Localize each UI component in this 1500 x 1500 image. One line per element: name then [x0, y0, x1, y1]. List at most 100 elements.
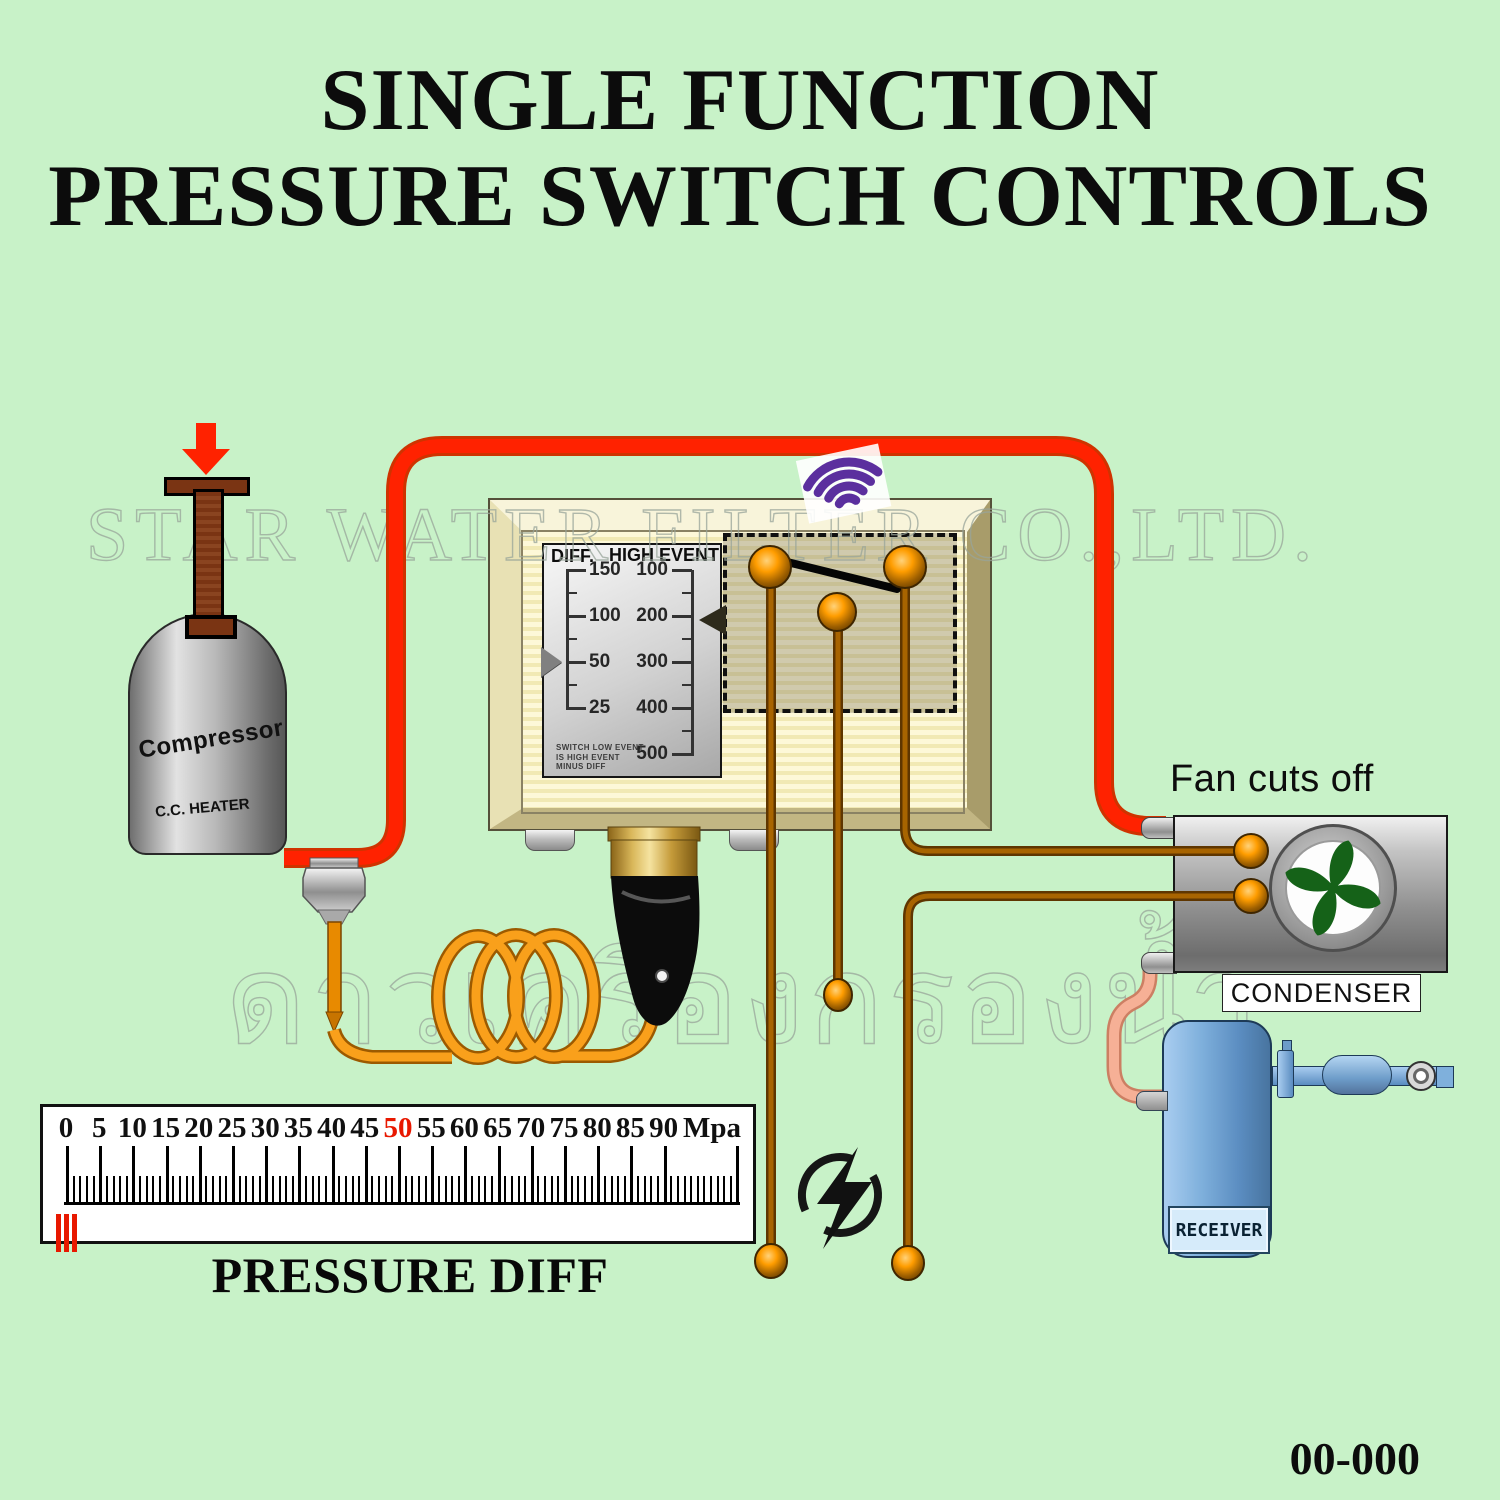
condenser-outlet-fitting [1141, 952, 1177, 974]
ruler-minor-tick [311, 1176, 314, 1204]
ruler-minor-tick [570, 1176, 573, 1204]
receiver-label: RECEIVER [1168, 1206, 1270, 1254]
panel-note-line: SWITCH LOW EVENT [556, 743, 644, 752]
ruler-minor-tick [285, 1176, 288, 1204]
adjust-rod [193, 489, 224, 636]
ruler-minor-tick [676, 1176, 679, 1204]
ruler-major-tick [265, 1146, 269, 1204]
ruler-indicator-bar [64, 1214, 69, 1252]
ruler-minor-tick [344, 1176, 347, 1204]
ruler-minor-tick [484, 1176, 487, 1204]
ruler-minor-tick [258, 1176, 261, 1204]
rod-bracket [185, 615, 237, 639]
ruler-value: 45 [350, 1112, 380, 1144]
ruler-major-tick [398, 1146, 401, 1204]
ruler-minor-tick [338, 1176, 341, 1204]
ruler-unit: Mpa [683, 1112, 741, 1144]
ruler-major-tick [497, 1146, 501, 1204]
ruler-minor-tick [477, 1176, 480, 1204]
ruler-minor-tick [471, 1176, 473, 1204]
probe-holder [610, 839, 698, 879]
ruler-minor-tick [710, 1176, 713, 1204]
ruler-minor-tick [391, 1176, 394, 1204]
ruler-minor-tick [152, 1176, 155, 1204]
diff-scale-tick [566, 661, 586, 664]
ruler-minor-tick [583, 1176, 586, 1204]
diff-scale-minor-tick [566, 638, 577, 640]
ruler-minor-tick [192, 1176, 195, 1204]
wire-end-ball-left [754, 1243, 788, 1279]
diff-pointer-icon[interactable] [541, 647, 562, 677]
ruler-major-tick [232, 1146, 235, 1204]
ruler-minor-tick [119, 1176, 122, 1204]
ruler-value: 90 [649, 1112, 679, 1144]
ruler-minor-tick [291, 1176, 294, 1204]
ruler-minor-tick [178, 1176, 181, 1204]
ruler-minor-tick [378, 1176, 381, 1204]
ruler-minor-tick [185, 1176, 188, 1204]
ruler-minor-tick [544, 1176, 547, 1204]
page-title-line2: PRESSURE SWITCH CONTROLS [48, 148, 1432, 245]
diff-scale-tick [566, 615, 586, 618]
ruler-minor-tick [643, 1176, 646, 1204]
ruler-major-tick [99, 1146, 103, 1204]
service-valve-port [1413, 1068, 1429, 1084]
ruler-minor-tick [318, 1176, 321, 1204]
fan-window [1285, 840, 1381, 936]
ruler-minor-tick [637, 1176, 639, 1204]
ruler-minor-tick [139, 1176, 141, 1204]
ruler-value: 15 [151, 1112, 181, 1144]
high-scale-label: 400 [636, 697, 668, 718]
ruler-minor-tick [557, 1176, 560, 1204]
receiver-inlet-fitting [1136, 1091, 1168, 1111]
ruler-value: 85 [615, 1112, 645, 1144]
ruler-value: 50 [383, 1112, 413, 1144]
ruler-minor-tick [424, 1176, 427, 1204]
ruler-minor-tick [404, 1176, 407, 1204]
ruler-major-tick [564, 1146, 567, 1204]
high-scale-minor-tick [682, 730, 692, 732]
ruler-minor-tick [603, 1176, 606, 1204]
ruler-minor-tick [690, 1176, 693, 1204]
watermark-thai: ดาวเครื่องกรองน้ำ [224, 927, 1263, 1073]
ruler-minor-tick [670, 1176, 673, 1204]
ruler-major-tick [663, 1146, 667, 1204]
outlet-stub [1436, 1066, 1454, 1088]
ruler-minor-tick [79, 1176, 82, 1204]
ruler-major-tick [530, 1146, 534, 1204]
ruler-minor-tick [125, 1176, 128, 1204]
diff-scale-minor-tick [566, 592, 577, 594]
ruler-minor-tick [271, 1176, 274, 1204]
ruler-minor-tick [225, 1176, 228, 1204]
filter-drier [1322, 1055, 1392, 1095]
ruler-minor-tick [451, 1176, 454, 1204]
ruler-minor-tick [411, 1176, 414, 1204]
ruler-value: 20 [184, 1112, 214, 1144]
high-scale-minor-tick [682, 638, 692, 640]
ruler-major-tick [198, 1146, 202, 1204]
ruler-value: 80 [582, 1112, 612, 1144]
switch-box-foot-right [729, 830, 779, 851]
down-arrow-icon [196, 423, 216, 450]
ruler-minor-tick [590, 1176, 593, 1204]
ruler-minor-tick [437, 1176, 440, 1204]
condenser-label: CONDENSER [1222, 974, 1421, 1012]
ruler-minor-tick [491, 1176, 493, 1204]
page-title-line1: SINGLE FUNCTION [320, 52, 1160, 149]
high-event-pointer-icon[interactable] [699, 605, 726, 635]
high-scale-tick [672, 753, 692, 756]
ruler-value: 60 [449, 1112, 479, 1144]
ruler-major-tick [298, 1146, 302, 1204]
condenser-inlet-fitting [1141, 817, 1177, 839]
ruler-minor-tick [696, 1176, 699, 1204]
ruler-minor-tick [517, 1176, 520, 1204]
ruler-minor-tick [623, 1176, 626, 1204]
ruler-minor-tick [444, 1176, 447, 1204]
ruler-major-tick [464, 1146, 468, 1204]
high-scale-tick [672, 615, 692, 618]
high-scale-tick [672, 661, 692, 664]
ruler-value: 70 [516, 1112, 546, 1144]
ruler-minor-tick [457, 1176, 460, 1204]
